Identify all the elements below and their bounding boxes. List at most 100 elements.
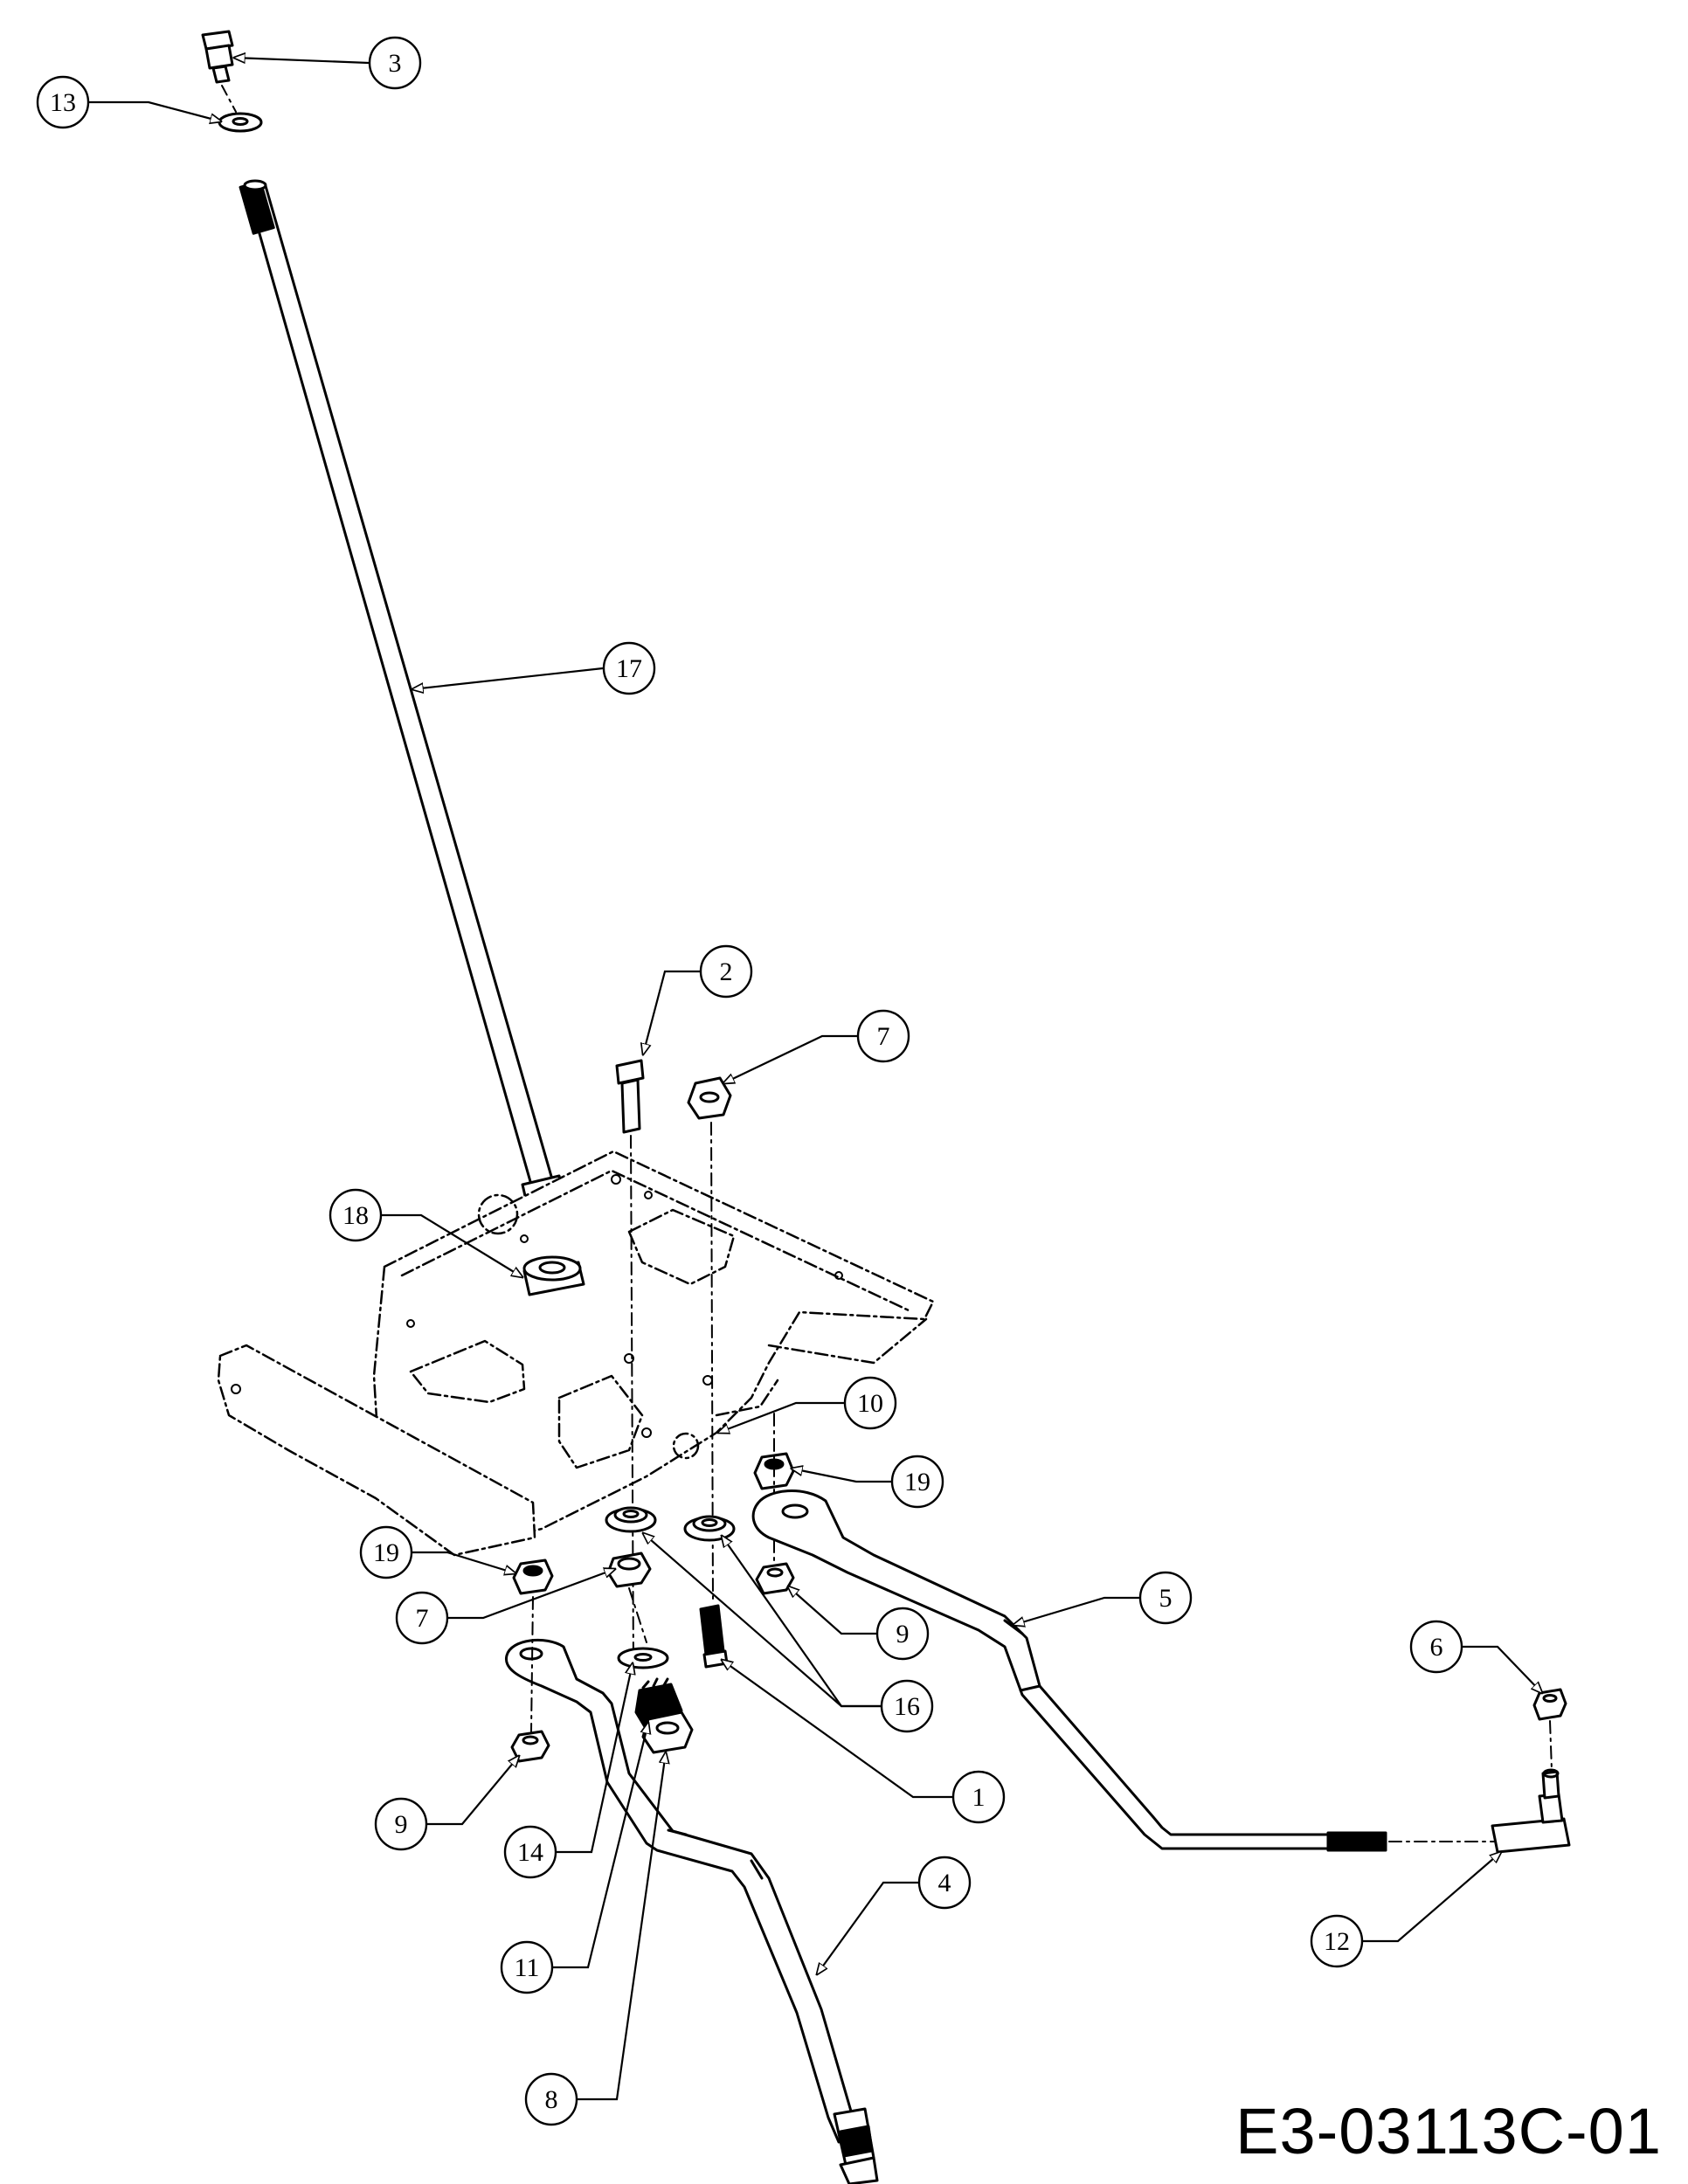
bolt-1-part (699, 1604, 729, 1669)
bushing-16-left-part (605, 1506, 657, 1533)
bushing-16-right-part (683, 1515, 736, 1542)
callout-number: 12 (1324, 1927, 1350, 1956)
callout-c12: 12 (1310, 1914, 1364, 1968)
callout-circle (1310, 1914, 1364, 1968)
callout-circle (843, 1376, 897, 1430)
document-code: E3-03113C-01 (1235, 2095, 1662, 2167)
callout-c19a: 19 (890, 1455, 944, 1509)
callout-number: 6 (1430, 1633, 1443, 1662)
callout-number: 18 (342, 1201, 369, 1230)
callout-circle (503, 1825, 557, 1879)
leader-11 (553, 1723, 648, 1969)
callout-c6: 6 (1409, 1620, 1463, 1674)
callout-circle (359, 1525, 413, 1579)
leader-19-left (412, 1551, 515, 1573)
leader-19-right (792, 1469, 891, 1483)
callout-number: 9 (395, 1810, 408, 1839)
leader-18 (382, 1213, 522, 1277)
leader-7-lower (448, 1569, 615, 1620)
leader-14 (557, 1663, 633, 1854)
leader-9-right (788, 1586, 876, 1635)
nut-6-part (1532, 1688, 1567, 1721)
callout-c19b: 19 (359, 1525, 413, 1579)
steering-shaft-part (239, 179, 566, 1258)
nut-19-left-part (512, 1559, 554, 1595)
callout-number: 16 (894, 1692, 920, 1721)
callout-c18: 18 (329, 1188, 383, 1242)
callout-number: 4 (938, 1869, 951, 1897)
callout-circle (329, 1188, 383, 1242)
steering-plate-part (217, 1150, 935, 1557)
callout-number: 10 (857, 1389, 883, 1418)
callout-c17: 17 (602, 641, 656, 695)
callout-number: 19 (904, 1468, 930, 1496)
callout-c3: 3 (368, 36, 422, 90)
callout-circle (856, 1009, 910, 1063)
leader-5 (1013, 1596, 1139, 1625)
callout-circle (951, 1770, 1006, 1824)
callout-c8: 8 (524, 2072, 578, 2126)
callout-circle (500, 1940, 554, 1994)
callout-number: 7 (877, 1022, 890, 1051)
leader-9-left (427, 1756, 519, 1826)
callout-c9b: 9 (875, 1607, 930, 1661)
nut-7-top-part (687, 1076, 732, 1120)
callout-circle (602, 641, 656, 695)
callout-number: 3 (389, 49, 402, 78)
bolt-3-part (201, 30, 234, 84)
callout-c4: 4 (917, 1856, 972, 1910)
leader-17 (412, 667, 604, 689)
callout-circle (524, 2072, 578, 2126)
callout-circle (374, 1797, 428, 1851)
callout-c9a: 9 (374, 1797, 428, 1851)
leader-12 (1363, 1852, 1501, 1943)
washer-14-part (617, 1647, 669, 1669)
nut-9-left-part (510, 1730, 550, 1763)
callout-circle (1409, 1620, 1463, 1674)
leader-2 (643, 970, 700, 1054)
callout-circle (890, 1455, 944, 1509)
callout-circle (875, 1607, 930, 1661)
callout-number: 17 (616, 654, 642, 683)
callout-c10: 10 (843, 1376, 897, 1430)
callout-c11: 11 (500, 1940, 554, 1994)
bolt-2-part (615, 1059, 645, 1134)
callout-c14: 14 (503, 1825, 557, 1879)
callout-c5: 5 (1138, 1571, 1193, 1625)
leader-4 (817, 1881, 918, 1974)
callout-c13: 13 (36, 75, 90, 129)
nut-8-part (641, 1711, 694, 1754)
plate-holes (231, 1174, 843, 1438)
callout-number: 2 (720, 957, 733, 986)
callout-c7b: 7 (395, 1591, 449, 1645)
leader-10 (718, 1401, 844, 1433)
leader-1 (722, 1660, 952, 1799)
callout-c1: 1 (951, 1770, 1006, 1824)
callout-number: 8 (545, 2085, 558, 2114)
callout-number: 1 (972, 1783, 986, 1812)
callout-circle (917, 1856, 972, 1910)
callout-c7a: 7 (856, 1009, 910, 1063)
tie-rod-end-12-part (1491, 1768, 1571, 1854)
washer-13-part (218, 112, 263, 133)
callout-circle (395, 1591, 449, 1645)
leader-3 (234, 58, 370, 63)
drag-link-4-part (505, 1638, 879, 2184)
callout-number: 13 (50, 88, 76, 117)
callout-circle (368, 36, 422, 90)
leader-7-top (723, 1034, 857, 1083)
leader-8 (578, 1752, 666, 2101)
callout-number: 11 (515, 1953, 540, 1982)
callout-number: 14 (517, 1838, 543, 1867)
callout-c2: 2 (699, 944, 753, 999)
callout-circle (880, 1679, 934, 1733)
callout-circle (1138, 1571, 1193, 1625)
drag-link-5-part (751, 1489, 1387, 1852)
callout-circle (36, 75, 90, 129)
bushing-18-part (522, 1255, 585, 1296)
callout-circle (699, 944, 753, 999)
leader-6 (1463, 1645, 1542, 1693)
callout-c16: 16 (880, 1679, 934, 1733)
callout-number: 5 (1159, 1584, 1173, 1613)
nut-9-right-part (755, 1562, 795, 1595)
